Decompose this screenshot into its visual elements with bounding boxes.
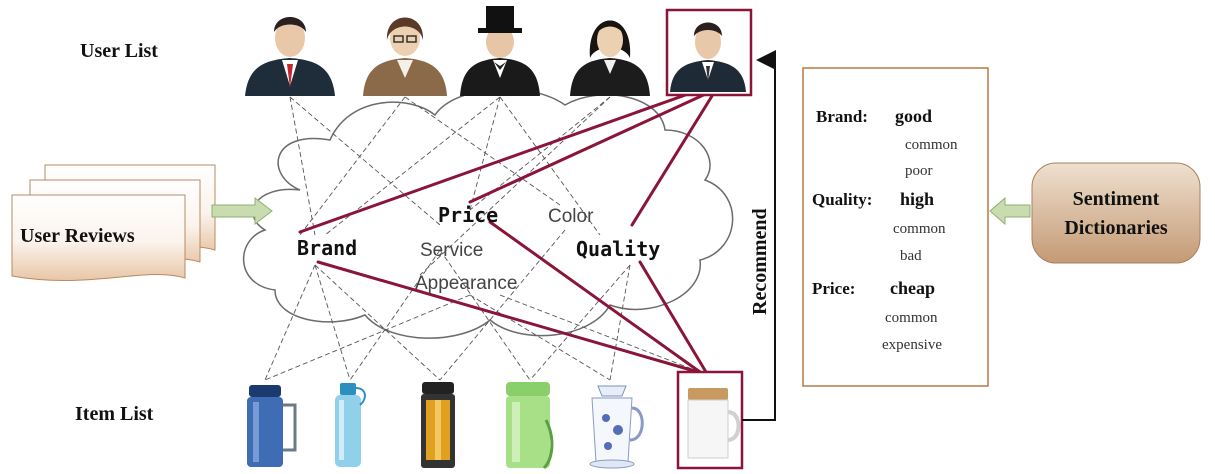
thin-connections [264, 96, 701, 381]
item-row [247, 370, 744, 470]
user-list-label: User List [80, 40, 158, 62]
man-suit-icon [670, 22, 746, 92]
wooden-lid-mug-icon [687, 388, 741, 459]
man-tophat-icon [460, 6, 540, 96]
highlight-connections [298, 86, 714, 374]
man-suit-icon [245, 17, 335, 96]
sport-bottle-icon [506, 382, 554, 470]
sentiment-label-line1: Sentiment [1073, 188, 1160, 210]
sentiment-label-line2: Dictionaries [1064, 217, 1168, 239]
recommend-arrow: Recommend [742, 50, 776, 421]
user-reviews-stack: User Reviews [11, 164, 216, 281]
dict-quality-key: Quality: [812, 190, 872, 209]
dict-brand-value-2: common [905, 137, 958, 153]
sentiment-dictionary-box: Brand: good common poor Quality: high co… [802, 67, 989, 387]
sentiment-arrow [989, 196, 1031, 226]
woman-icon [570, 20, 650, 96]
user-reviews-label: User Reviews [20, 225, 135, 247]
dict-quality-value-1: high [900, 189, 934, 209]
dict-brand-key: Brand: [816, 107, 868, 126]
thermos-bottle-icon [247, 385, 297, 467]
tea-infuser-icon [421, 382, 455, 468]
dict-brand-value-1: good [895, 106, 932, 126]
aspect-brand: Brand [297, 236, 357, 260]
dict-price-key: Price: [812, 279, 855, 298]
aspect-appearance: Appearance [415, 273, 517, 294]
reviews-arrow [211, 196, 273, 226]
aspect-color: Color [548, 206, 594, 227]
dict-price-value-1: cheap [890, 278, 935, 298]
sentiment-dictionaries-node: Sentiment Dictionaries [1031, 162, 1201, 264]
dict-price-value-2: common [885, 310, 938, 326]
dict-quality-value-3: bad [900, 248, 922, 264]
dict-price-value-3: expensive [882, 337, 942, 353]
dict-quality-value-2: common [893, 221, 946, 237]
woman-glasses-icon [363, 17, 447, 96]
water-bottle-icon [335, 383, 366, 467]
item-list-label: Item List [75, 403, 154, 425]
user-row [245, 6, 753, 97]
aspect-words: Brand Price Color Service Quality Appear… [297, 203, 660, 294]
dict-brand-value-3: poor [905, 163, 933, 179]
aspect-price: Price [438, 203, 498, 227]
porcelain-mug-icon [589, 385, 644, 469]
recommend-label: Recommend [749, 208, 771, 315]
aspect-quality: Quality [576, 237, 660, 261]
aspect-service: Service [420, 240, 483, 261]
